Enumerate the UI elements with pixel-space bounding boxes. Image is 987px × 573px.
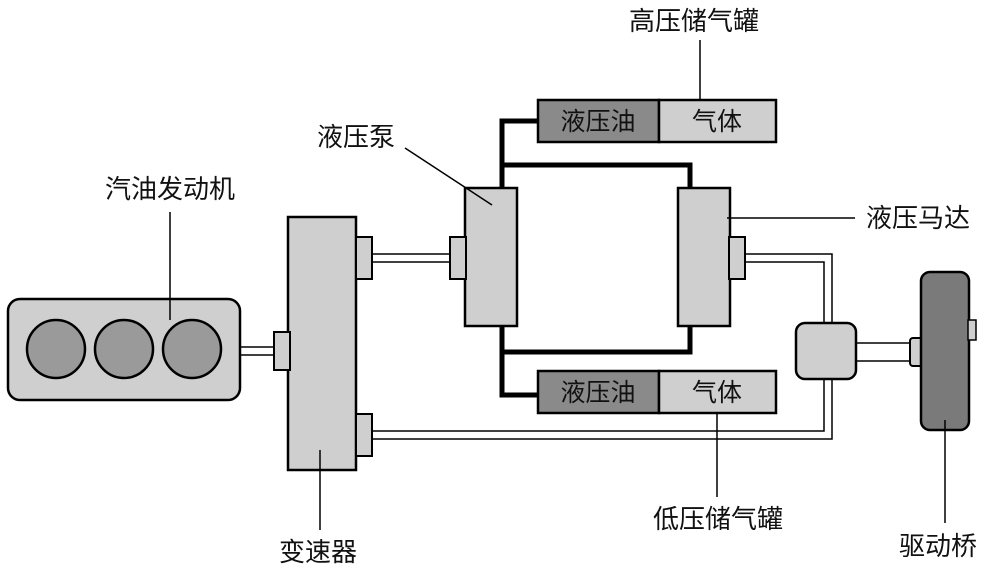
lp-tank-gas-section bbox=[657, 369, 778, 415]
lp-tank-gas-label: 气体 bbox=[692, 378, 742, 407]
hydraulic-pump bbox=[449, 186, 519, 328]
hp-tank-label: 高压储气罐 bbox=[629, 7, 759, 37]
transmission-output-flange-top bbox=[355, 236, 373, 280]
hp-tank-oil-label: 液压油 bbox=[560, 107, 635, 136]
engine-cylinder bbox=[161, 318, 223, 380]
motor-body bbox=[676, 186, 732, 328]
pump-body bbox=[463, 186, 519, 328]
engine-cylinder bbox=[93, 318, 155, 380]
hp-tank-gas-section bbox=[657, 98, 778, 144]
engine-cylinder bbox=[25, 318, 87, 380]
high-pressure-tank: 液压油 气体 bbox=[536, 98, 778, 144]
hydraulic-motor bbox=[676, 186, 746, 328]
axle-label: 驱动桥 bbox=[899, 532, 977, 562]
transmission-input-flange bbox=[273, 331, 291, 371]
transmission-body bbox=[286, 215, 358, 472]
transmission-label: 变速器 bbox=[279, 538, 357, 568]
drive-axle bbox=[909, 270, 977, 432]
hp-tank-gas-label: 气体 bbox=[692, 107, 742, 136]
coupling-gearbox bbox=[794, 321, 858, 381]
pump-input-flange bbox=[449, 236, 467, 280]
leader-lines bbox=[169, 40, 946, 530]
hydraulic-lines bbox=[499, 118, 693, 398]
motor-output-flange bbox=[728, 236, 746, 280]
pump-label: 液压泵 bbox=[317, 123, 395, 153]
transmission bbox=[273, 215, 373, 472]
axle-wheel bbox=[919, 270, 971, 432]
lp-tank-label: 低压储气罐 bbox=[653, 505, 783, 535]
engine bbox=[6, 297, 242, 402]
axle-stub bbox=[967, 319, 977, 341]
lp-tank-oil-label: 液压油 bbox=[560, 378, 635, 407]
engine-label: 汽油发动机 bbox=[105, 175, 235, 205]
transmission-output-flange-bottom bbox=[355, 413, 373, 457]
motor-label: 液压马达 bbox=[866, 204, 970, 234]
low-pressure-tank: 液压油 气体 bbox=[536, 369, 778, 415]
